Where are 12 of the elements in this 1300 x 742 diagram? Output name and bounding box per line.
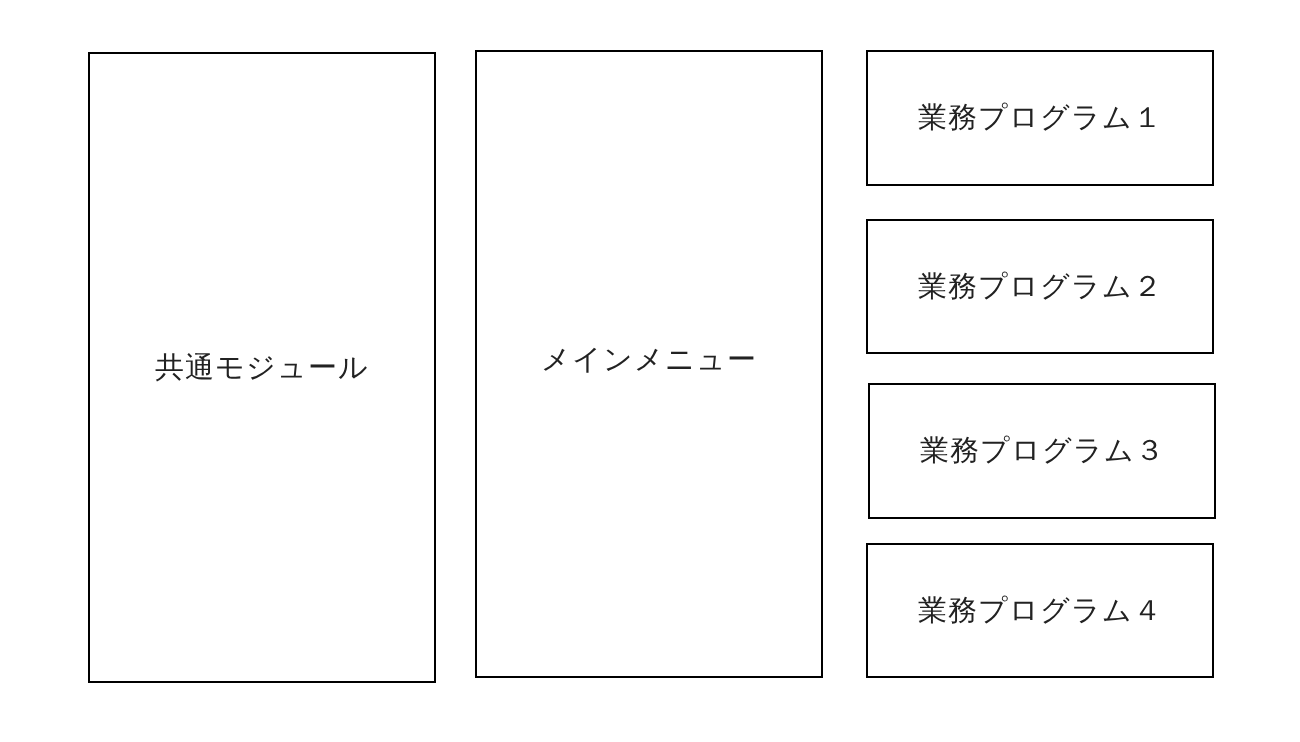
module-box bbox=[475, 50, 823, 678]
module-label: 業務プログラム２ bbox=[917, 267, 1163, 305]
module-box bbox=[866, 543, 1214, 678]
module-label: 共通モジュール bbox=[155, 348, 369, 386]
module-box bbox=[866, 50, 1214, 186]
module-label: 業務プログラム３ bbox=[919, 432, 1165, 469]
module-label: メインメニュー bbox=[541, 341, 757, 378]
module-box bbox=[868, 383, 1216, 519]
module-box bbox=[88, 52, 436, 683]
module-label: 業務プログラム１ bbox=[917, 99, 1163, 136]
module-box bbox=[866, 219, 1214, 354]
module-label: 業務プログラム４ bbox=[917, 591, 1163, 629]
